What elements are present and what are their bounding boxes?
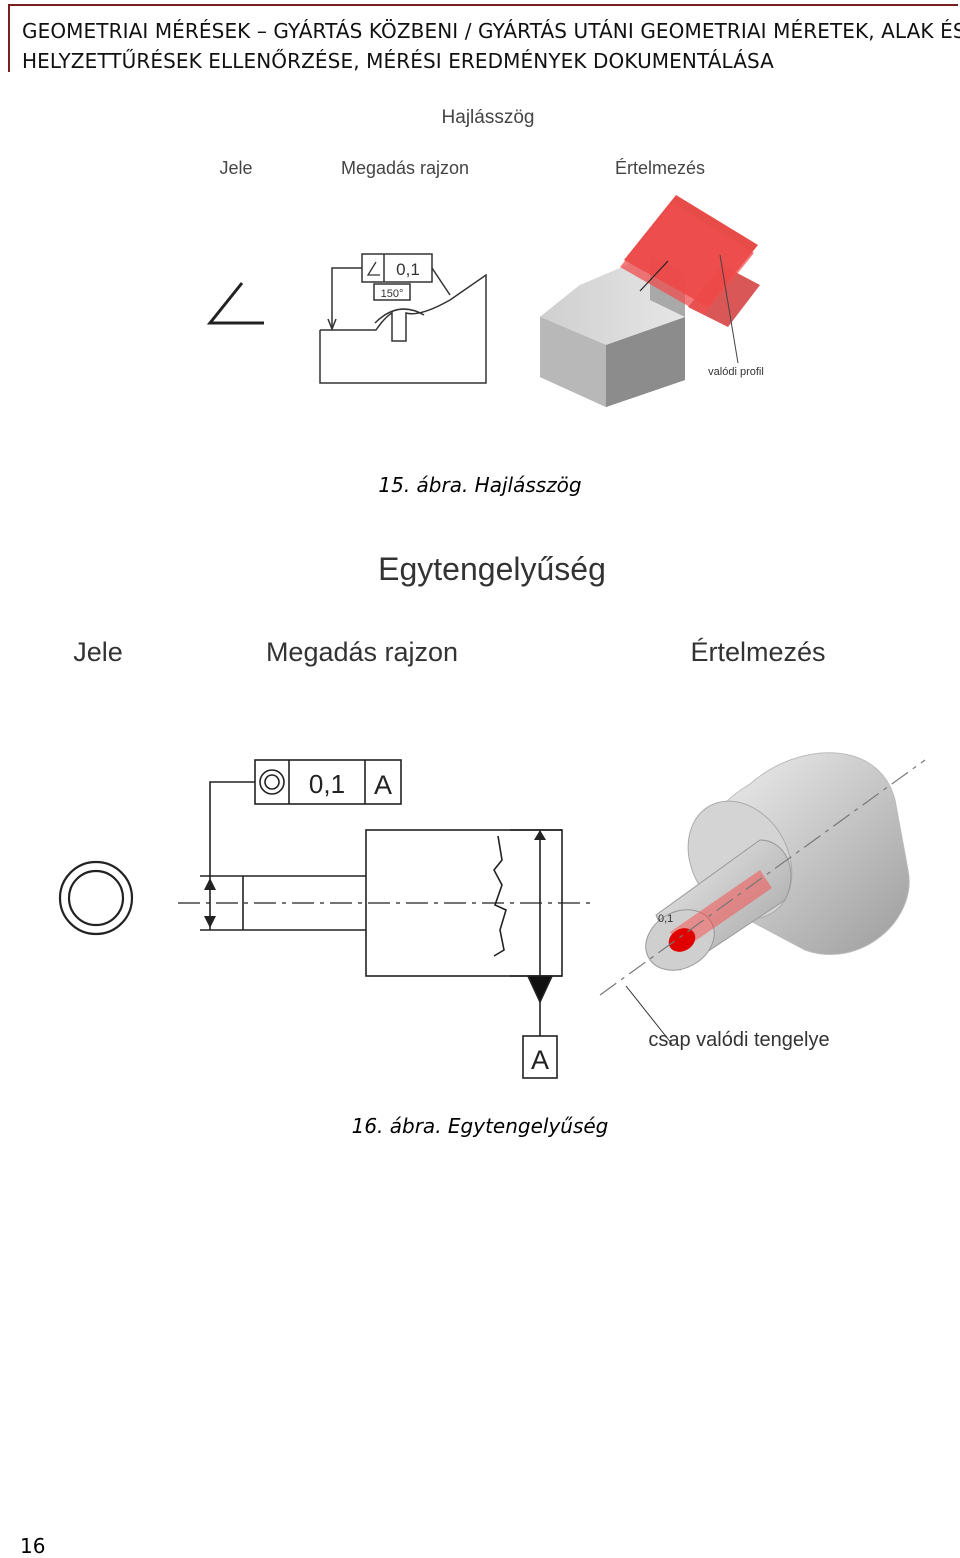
fig16-title: Egytengelyűség (378, 551, 606, 587)
dimension-arrows-icon (204, 830, 546, 928)
fig16-drawing (178, 759, 590, 1079)
header-line-2: HELYZETTŰRÉSEK ELLENŐRZÉSE, MÉRÉSI EREDM… (22, 49, 774, 73)
fig15-col-drawing: Megadás rajzon (341, 158, 469, 178)
figure-15-caption: 15. ábra. Hajlásszög (378, 473, 582, 497)
fig16-datum-box-label: A (531, 1045, 549, 1075)
figure-15-angularity: Hajlásszög Jele Megadás rajzon Értelmezé… (206, 107, 764, 407)
page-number: 16 (20, 1534, 46, 1558)
fig15-3d-block (540, 195, 760, 407)
header-line-1: GEOMETRIAI MÉRÉSEK – GYÁRTÁS KÖZBENI / G… (22, 19, 960, 43)
angle-small-icon (366, 261, 380, 276)
fig16-col-meaning: Értelmezés (690, 637, 825, 667)
header-title: GEOMETRIAI MÉRÉSEK – GYÁRTÁS KÖZBENI / G… (22, 16, 960, 76)
fig15-drawing (319, 253, 487, 384)
page-header: GEOMETRIAI MÉRÉSEK – GYÁRTÁS KÖZBENI / G… (8, 4, 960, 73)
fig16-datum: A (374, 770, 392, 800)
fig16-zone-label: 0,1 (658, 913, 673, 925)
concentricity-symbol-icon (58, 860, 134, 936)
fig15-col-symbol: Jele (219, 158, 252, 178)
figure-16-caption: 16. ábra. Egytengelyűség (351, 1114, 609, 1138)
fig16-axis-label: csap valódi tengelye (648, 1029, 829, 1051)
fig15-col-meaning: Értelmezés (615, 158, 705, 178)
fig16-col-drawing: Megadás rajzon (266, 637, 458, 667)
fig15-title: Hajlásszög (442, 107, 535, 128)
fig16-tolerance: 0,1 (309, 769, 345, 799)
fig16-col-symbol: Jele (73, 637, 123, 667)
fig16-3d-shaft (599, 752, 926, 1045)
fig15-profile-label: valódi profil (708, 366, 764, 378)
fig15-tolerance: 0,1 (396, 260, 420, 279)
fig15-angle: 150° (381, 288, 404, 300)
angularity-symbol-icon (206, 282, 264, 325)
figure-16-coaxiality: Egytengelyűség Jele Megadás rajzon Értel… (58, 551, 926, 1079)
